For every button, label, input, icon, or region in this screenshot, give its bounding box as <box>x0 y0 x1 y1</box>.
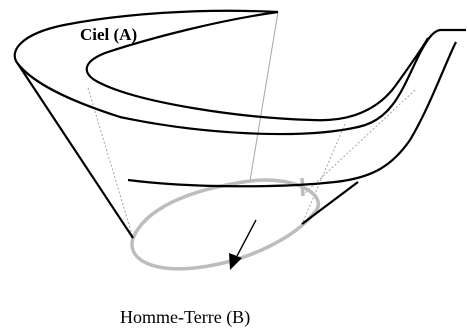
guide-line-left <box>88 88 133 238</box>
sky-ribbon <box>15 11 466 238</box>
sky-label: Ciel (A) <box>80 25 137 44</box>
guide-line-right-outer <box>303 90 415 195</box>
guide-line-center <box>250 12 278 181</box>
down-arrow-icon <box>229 220 256 270</box>
sky-ribbon-inner-curve <box>87 12 428 120</box>
cone-right-edge <box>302 182 358 224</box>
earth-ellipse <box>132 180 318 269</box>
earth-ellipse-tick <box>302 178 303 196</box>
earth-label: Homme-Terre (B) <box>120 307 250 328</box>
sky-ribbon-lower-curve <box>128 42 456 186</box>
